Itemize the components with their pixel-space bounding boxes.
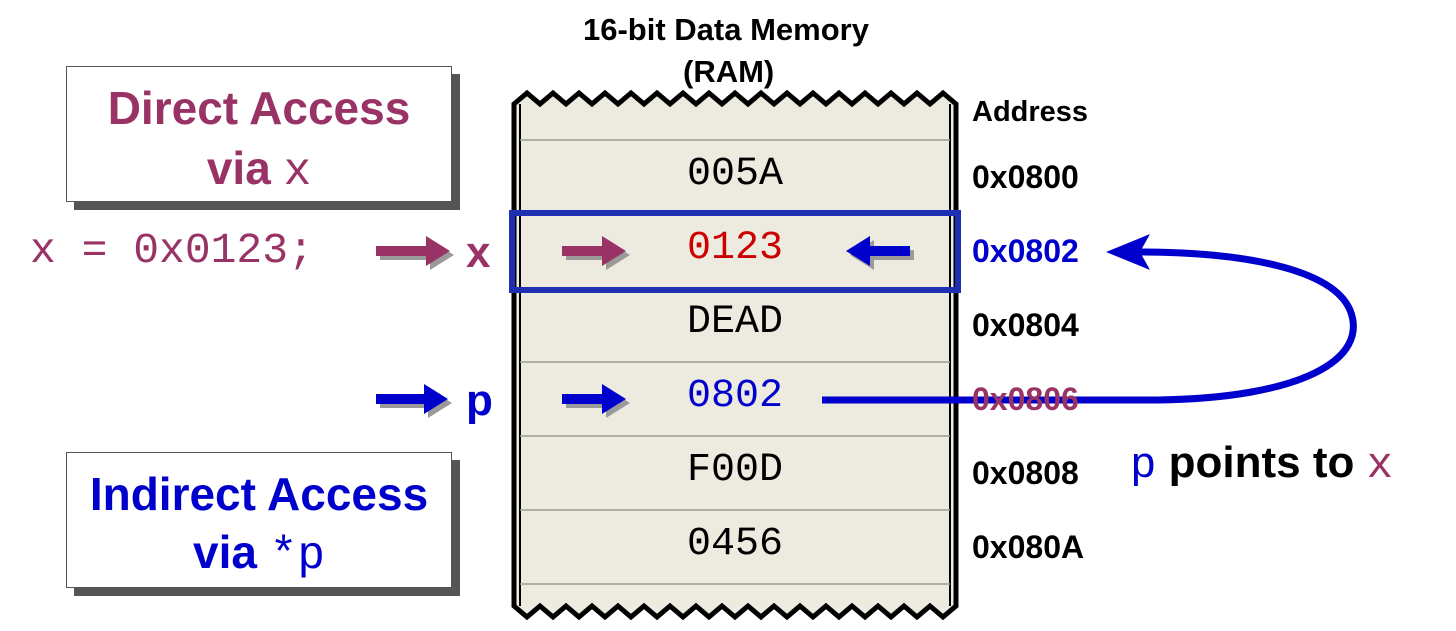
pointer-curve [822, 248, 1357, 404]
p-arrow-icon [376, 384, 452, 418]
direct-access-label: Direct Access [107, 82, 411, 134]
indirect-access-via: via *p [193, 526, 325, 582]
memory-cell-value: 0123 [686, 226, 783, 271]
indirect-access-box: Indirect Access via *p [66, 452, 452, 588]
pointer-arrowhead-icon [1106, 234, 1150, 270]
caption-x: x [1366, 441, 1394, 491]
caption-p: p [1130, 441, 1157, 491]
memory-cell-address: 0x080A [972, 529, 1085, 565]
p-variable-label: p [466, 376, 493, 425]
memory-cell-address: 0x0804 [972, 307, 1079, 343]
indirect-access-var: *p [269, 530, 325, 582]
address-header: Address [972, 96, 1089, 128]
direct-access-var: x [283, 146, 312, 198]
memory-cell-value: 0456 [686, 522, 783, 567]
x-variable-label: x [466, 228, 491, 277]
p-cell-arrow-icon [562, 384, 630, 418]
memory-cell-value: F00D [686, 448, 783, 493]
direct-access-via: via x [206, 142, 312, 198]
indirect-access-label: Indirect Access [89, 468, 429, 520]
pointer-caption: p points to x [1130, 438, 1393, 491]
direct-arrow-icon [562, 236, 630, 270]
memory-cell-value: DEAD [686, 300, 783, 345]
ram-block [511, 89, 959, 621]
memory-cell-address: 0x0802 [972, 233, 1079, 269]
memory-cell-address: 0x0808 [972, 455, 1079, 491]
memory-cell-address: 0x0800 [972, 159, 1079, 195]
assignment-statement: x = 0x0123; [30, 226, 314, 275]
indirect-arrow-icon [846, 236, 914, 270]
memory-cell-value: 0802 [686, 374, 783, 419]
direct-access-box: Direct Access via x [66, 66, 452, 202]
x-cell-highlight [509, 210, 961, 293]
assign-arrow-icon [376, 236, 454, 270]
caption-text: points to [1168, 438, 1355, 487]
memory-cell-address: 0x0806 [972, 381, 1079, 417]
memory-cell-value: 005A [686, 152, 783, 197]
diagram-subtitle: (RAM) [683, 54, 775, 89]
